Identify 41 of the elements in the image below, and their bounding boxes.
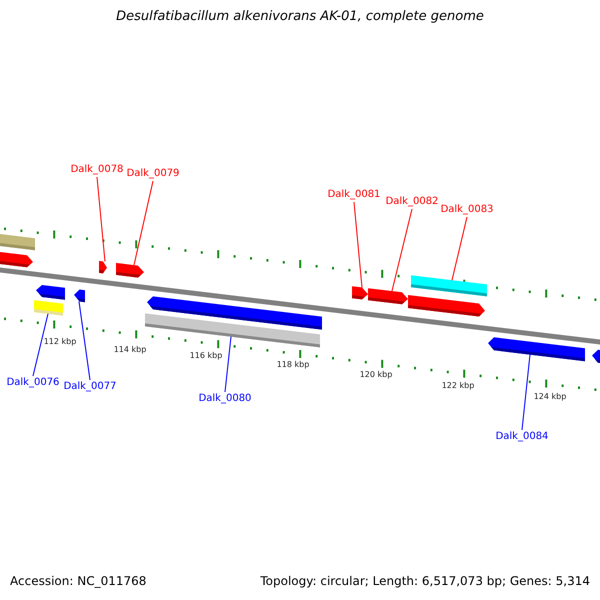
gene-block (74, 290, 85, 302)
gene-block (408, 295, 485, 316)
accession-text: Accession: NC_011768 (10, 575, 146, 587)
leader-line (224, 336, 232, 392)
gene-block (0, 252, 33, 268)
scale-label: 122 kbp (442, 380, 474, 392)
gene-label: Dalk_0084 (496, 431, 548, 443)
gene-block (0, 234, 35, 250)
scale-label: 120 kbp (360, 369, 392, 381)
leader-line (392, 208, 412, 292)
gene-block (99, 260, 107, 274)
gene-block (36, 285, 65, 300)
scale-label: 114 kbp (114, 344, 146, 356)
gene-label: Dalk_0079 (126, 168, 180, 180)
leader-line (96, 176, 106, 262)
gene-block (147, 296, 322, 330)
gene-label: Dalk_0077 (64, 381, 116, 393)
scale-label: 118 kbp (276, 359, 310, 371)
leader-line (78, 301, 90, 380)
gene-label: Dalk_0080 (198, 393, 252, 405)
gene-label: Dalk_0078 (70, 164, 124, 176)
leader-line (134, 180, 154, 266)
gene-label: Dalk_0083 (440, 204, 494, 216)
gene-label: Dalk_0082 (386, 196, 438, 208)
gene-block (592, 350, 600, 364)
gene-block (352, 286, 368, 300)
leader-line (452, 216, 468, 281)
genome-stats-text: Topology: circular; Length: 6,517,073 bp; Genes: 5,314 (260, 575, 590, 587)
leader-line (522, 354, 530, 430)
scale-label: 112 kbp (44, 336, 76, 348)
gene-block (411, 275, 487, 296)
gene-block (488, 337, 585, 362)
scale-label: 124 kbp (534, 391, 566, 403)
gene-label: Dalk_0076 (6, 377, 60, 389)
title: Desulfatibacillum alkenivorans AK-01, complete genome (116, 11, 484, 23)
gene-block (116, 262, 144, 278)
leader-line (32, 313, 48, 376)
gene-label: Dalk_0081 (328, 189, 380, 201)
gene-block (34, 300, 63, 316)
scale-label: 116 kbp (190, 350, 222, 362)
leader-line (354, 202, 362, 288)
